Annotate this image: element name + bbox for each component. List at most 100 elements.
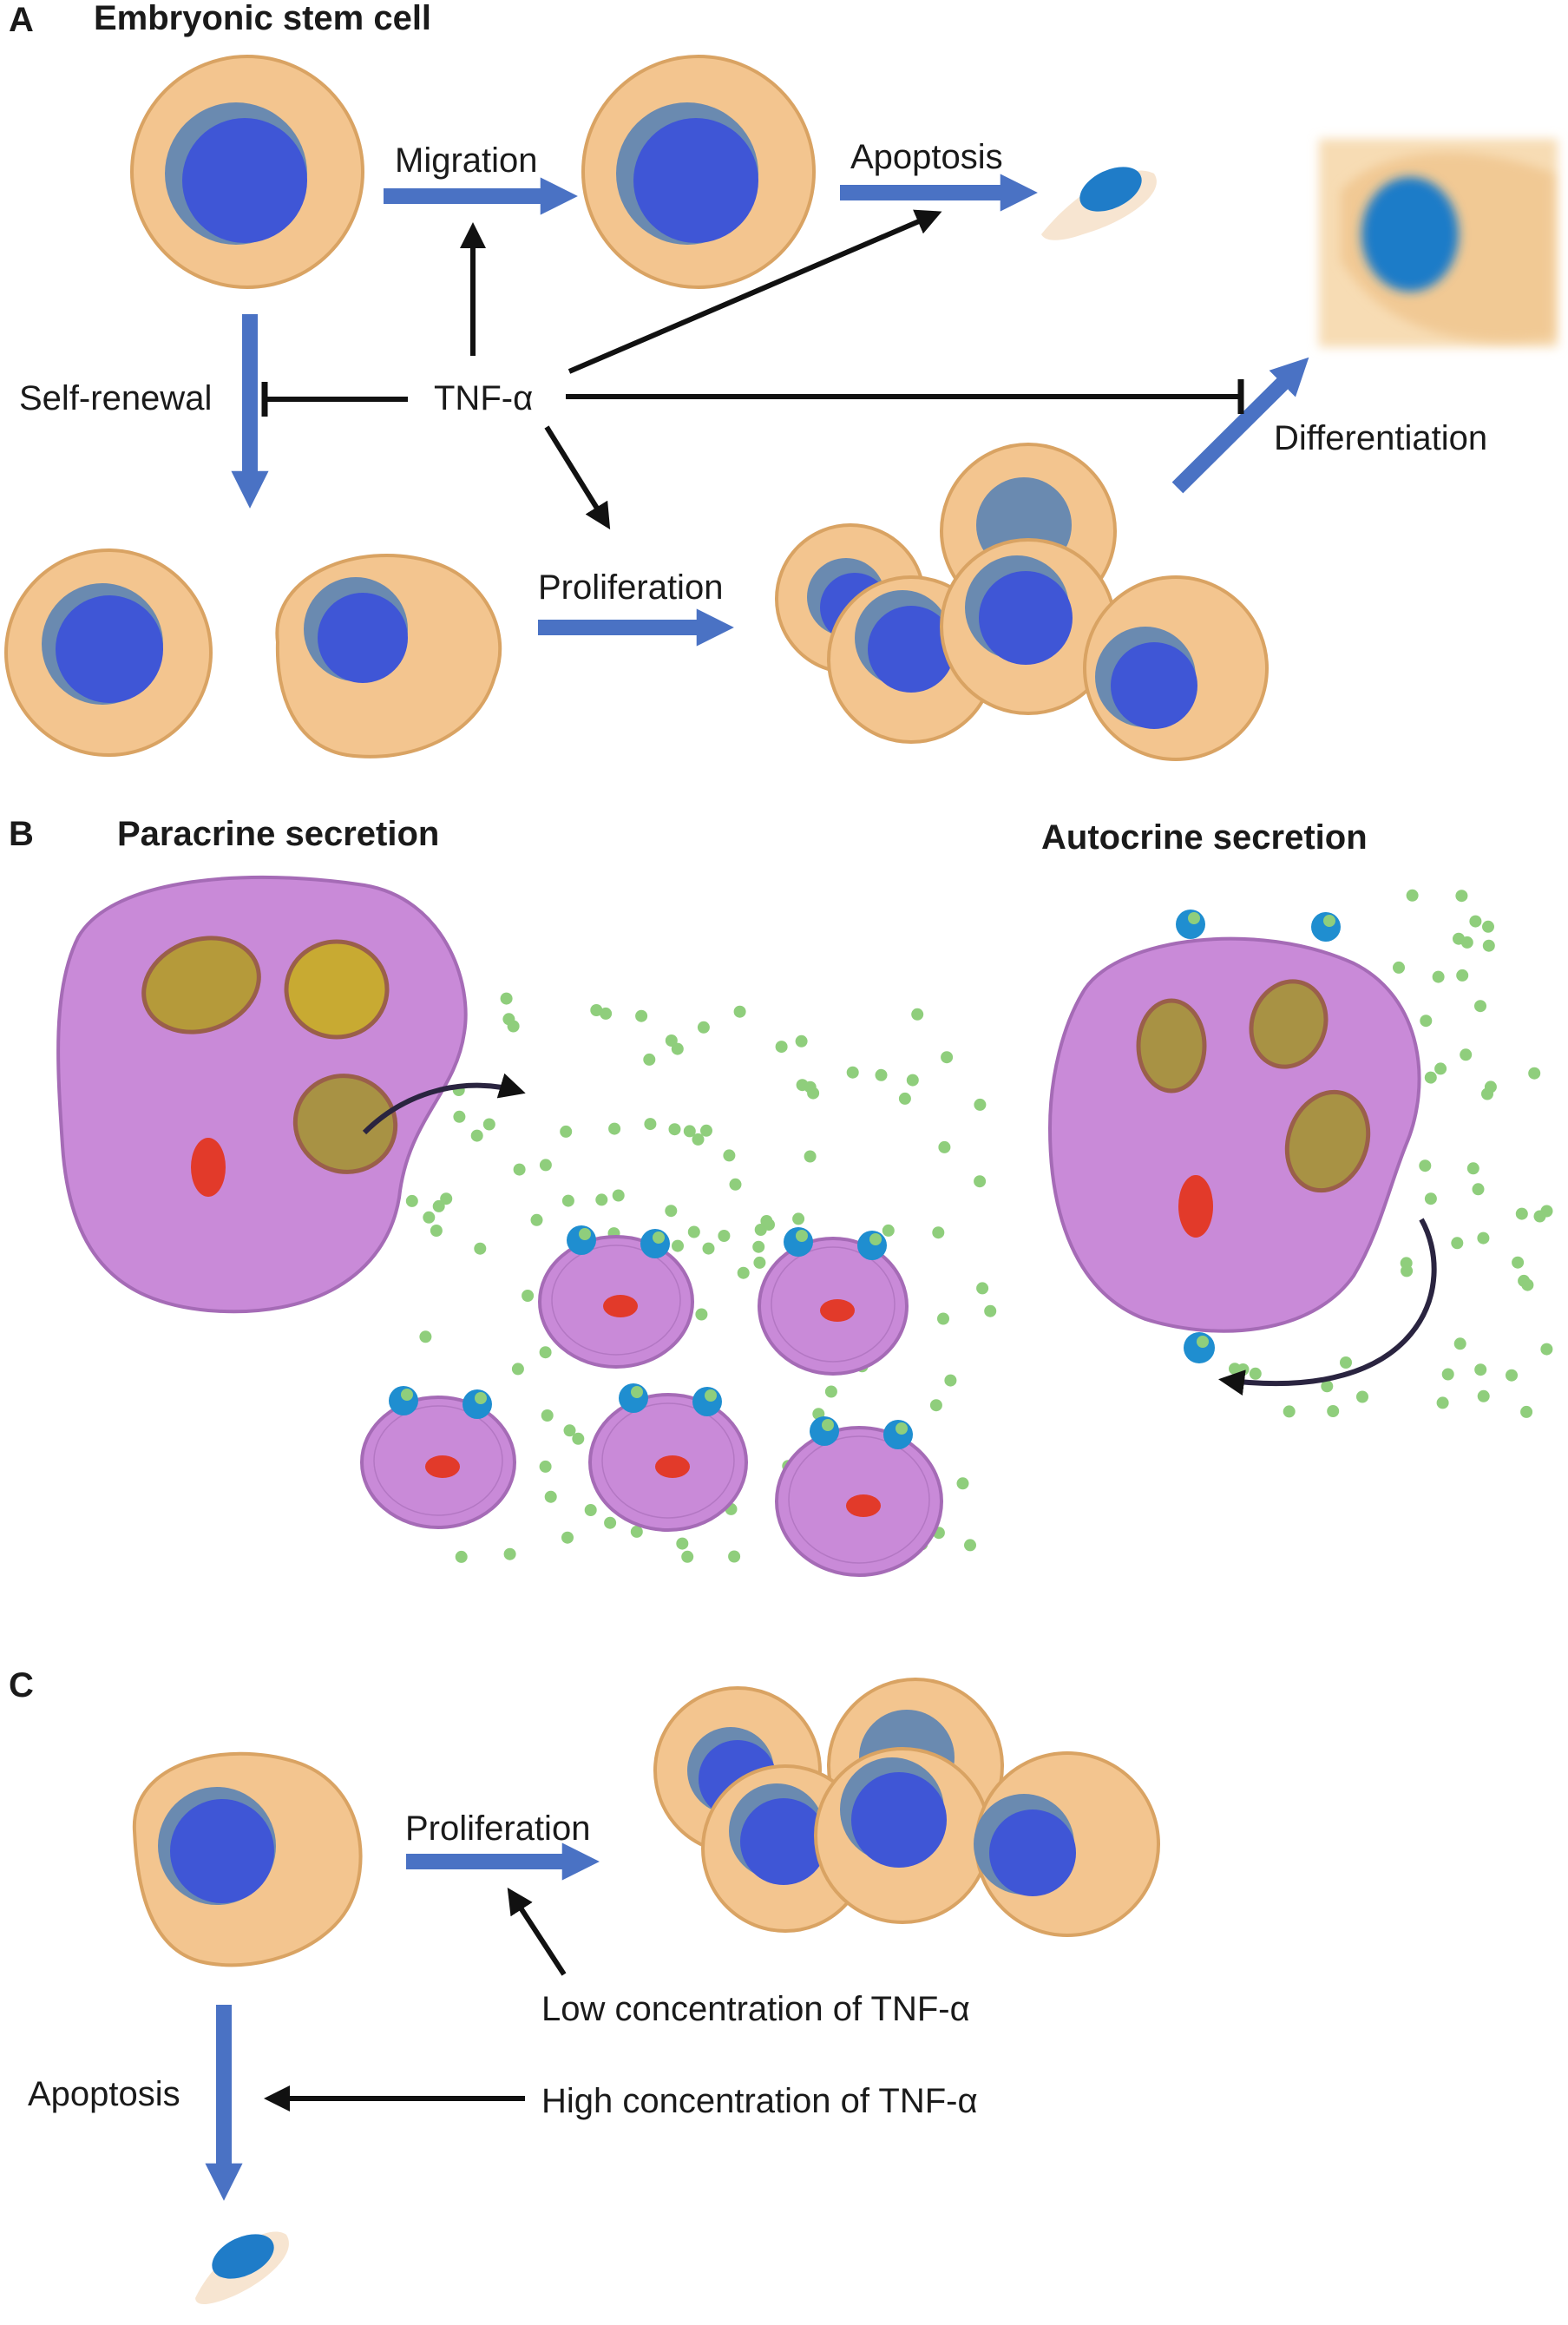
nucleus-dot xyxy=(655,1455,690,1478)
panel-b-letter: B xyxy=(9,815,34,853)
ligand-dot xyxy=(700,1124,712,1137)
ligand-dot xyxy=(796,1079,809,1092)
ligand-dot xyxy=(502,1013,515,1026)
ligand-dot xyxy=(541,1409,554,1422)
paracrine-title: Paracrine secretion xyxy=(117,815,439,853)
ligand-dot xyxy=(503,1547,516,1560)
ligand-dot xyxy=(1477,1231,1490,1245)
proliferation-label: Proliferation xyxy=(538,568,723,607)
ligand-dot xyxy=(590,1004,603,1016)
autocrine-receptors xyxy=(1176,910,1341,1363)
ligand-dot xyxy=(511,1363,524,1376)
ligand-dot xyxy=(718,1230,731,1242)
target-cell xyxy=(758,1227,909,1376)
ligand-dot xyxy=(405,1194,418,1207)
ligand-dot xyxy=(1482,920,1494,933)
ligand-dot xyxy=(1237,1363,1250,1376)
high-concentration-label: High concentration of TNF-α xyxy=(541,2082,978,2120)
panel-a: A Embryonic stem cell xyxy=(4,0,1558,761)
ligand-dot xyxy=(544,1490,557,1503)
ligand-dot xyxy=(470,1129,483,1142)
ligand-dot xyxy=(683,1125,696,1138)
ligand-dot xyxy=(687,1225,700,1238)
panel-c-proliferated-cluster xyxy=(653,1678,1160,1937)
apoptosis-label: Apoptosis xyxy=(850,138,1003,176)
ligand-dot xyxy=(1419,1159,1432,1172)
autocrine-cell xyxy=(1047,936,1421,1333)
ligand-dot xyxy=(676,1537,689,1550)
tnf-alpha-label: TNF-α xyxy=(434,379,533,417)
paracrine-secreting-cell xyxy=(56,875,468,1314)
migration-label: Migration xyxy=(395,141,538,180)
ligand-dot xyxy=(455,1550,468,1563)
self-renewal-label: Self-renewal xyxy=(19,379,212,417)
ligand-dot xyxy=(1460,1048,1473,1061)
ligand-dot xyxy=(911,1008,924,1021)
differentiation-label: Differentiation xyxy=(1274,419,1487,457)
ligand-dot xyxy=(1474,1363,1487,1376)
ligand-dot xyxy=(522,1290,535,1302)
target-cells xyxy=(360,1225,943,1577)
ligand-dot xyxy=(737,1266,750,1279)
ligand-dot xyxy=(539,1159,552,1172)
ligand-dot xyxy=(474,1242,487,1255)
ligand-dot xyxy=(938,1140,951,1153)
autocrine-title: Autocrine secretion xyxy=(1041,818,1368,857)
ligand-dot xyxy=(612,1189,625,1202)
ligand-dot xyxy=(668,1123,681,1136)
ligand-dot xyxy=(432,1199,445,1212)
ligand-dot xyxy=(956,1477,969,1490)
ligand-dot xyxy=(1420,1015,1433,1028)
ligand-dot xyxy=(1474,1000,1486,1013)
ligand-dot xyxy=(775,1041,788,1054)
ligand-dot xyxy=(1424,1071,1437,1084)
daughter-cell-left xyxy=(4,548,213,757)
ligand-dot xyxy=(1477,1389,1490,1402)
ligand-dot xyxy=(984,1304,997,1317)
target-cell xyxy=(360,1386,516,1529)
ligand-dot xyxy=(1512,1256,1525,1269)
ligand-dot xyxy=(604,1516,617,1529)
ligand-dot xyxy=(1424,1192,1437,1205)
ligand-dot xyxy=(561,1194,574,1207)
ligand-dot xyxy=(1469,915,1482,928)
ligand-dot xyxy=(1249,1367,1262,1380)
ligand-dot xyxy=(665,1205,678,1218)
ligand-dot xyxy=(643,1053,656,1066)
panel-c-proliferation-label: Proliferation xyxy=(405,1809,590,1848)
ligand-dot xyxy=(1327,1405,1340,1417)
secretion-arrow xyxy=(362,1073,526,1135)
low-concentration-label: Low concentration of TNF-α xyxy=(541,1990,970,2028)
ligand-dot xyxy=(1400,1257,1413,1270)
differentiation-arrow xyxy=(1171,357,1309,494)
ligand-dot xyxy=(500,992,513,1005)
ligand-dot xyxy=(561,1531,574,1544)
ligand-dot xyxy=(595,1193,608,1206)
ligand-dot xyxy=(795,1034,808,1048)
ligand-dot xyxy=(419,1330,432,1343)
ligand-dot xyxy=(440,1192,453,1205)
ligand-dot xyxy=(1393,961,1405,974)
daughter-cell-right xyxy=(275,554,502,759)
panel-c-stem-cell xyxy=(132,1751,363,1967)
ligand-dot xyxy=(976,1282,989,1295)
ligand-dot xyxy=(929,1399,942,1412)
nucleus-dot xyxy=(425,1455,460,1478)
low-concentration-arrow xyxy=(507,1887,567,1976)
migrated-cell xyxy=(581,55,816,289)
panel-c-letter: C xyxy=(9,1666,34,1704)
ligand-dot xyxy=(1528,1067,1541,1080)
panel-a-letter: A xyxy=(9,1,34,39)
ligand-dot xyxy=(644,1118,657,1131)
ligand-dot xyxy=(906,1074,919,1087)
ligand-dot xyxy=(530,1213,543,1226)
ligand-dot xyxy=(941,1051,954,1064)
ligand-dot xyxy=(1455,890,1468,903)
ligand-dot xyxy=(898,1092,911,1105)
ligand-dot xyxy=(932,1226,945,1239)
ligand-dot xyxy=(697,1021,710,1034)
differentiated-cell xyxy=(1319,139,1558,347)
ligand-dot xyxy=(1521,1278,1534,1291)
panel-b: B Paracrine secretion Autocrine secretio… xyxy=(9,815,1553,1577)
